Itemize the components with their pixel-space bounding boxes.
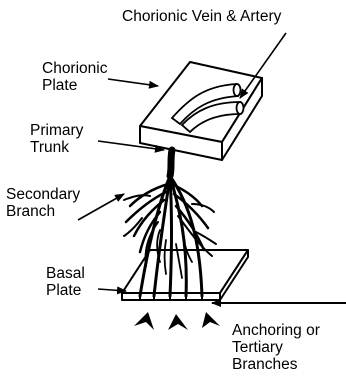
label-anchoring-branches: Anchoring or Tertiary Branches <box>232 322 320 373</box>
label-secondary-branch: Secondary Branch <box>6 186 80 220</box>
label-primary-trunk: Primary Trunk <box>30 122 83 156</box>
arrow-basal-plate <box>98 289 126 291</box>
label-basal-plate: Basal Plate <box>46 265 85 299</box>
arrow-chorionic-plate <box>108 79 158 86</box>
label-chorionic-plate: Chorionic Plate <box>42 60 107 94</box>
arrow-secondary-branch <box>78 194 124 220</box>
flow-arrowheads <box>134 312 220 330</box>
label-chorionic-vein-artery: Chorionic Vein & Artery <box>122 8 281 25</box>
